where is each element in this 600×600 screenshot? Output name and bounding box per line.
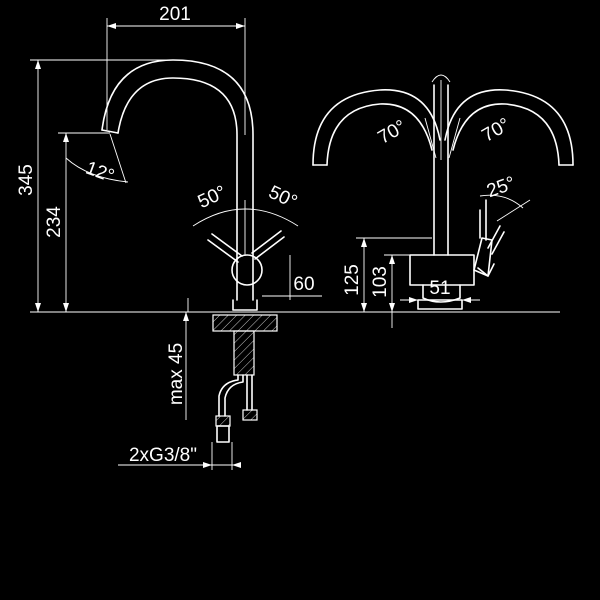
label-handle-height: 103 bbox=[370, 266, 391, 298]
lever-left bbox=[207, 239, 239, 263]
body-base bbox=[232, 299, 258, 311]
spout-angle-arc bbox=[65, 157, 129, 183]
label-body-height: 125 bbox=[342, 264, 363, 296]
side-spout-column bbox=[433, 84, 449, 256]
swivel-arc-left bbox=[312, 89, 441, 166]
label-lever-angle-left: 50° bbox=[195, 182, 230, 213]
label-lever-angle-right: 50° bbox=[265, 182, 300, 213]
label-lever-offset: 60 bbox=[293, 274, 314, 295]
label-side-lever-angle: 25° bbox=[484, 173, 518, 203]
lever-hub bbox=[231, 254, 263, 286]
label-swivel-right: 70° bbox=[479, 114, 514, 147]
front-view bbox=[30, 18, 560, 470]
hose-left bbox=[218, 374, 239, 417]
label-spout-reach: 201 bbox=[159, 4, 191, 25]
hose-left-nut bbox=[215, 415, 231, 427]
lever-angle-arc bbox=[192, 208, 299, 227]
hose-right bbox=[246, 374, 253, 411]
side-lever-angle-arc bbox=[479, 194, 524, 209]
lever-right-edge bbox=[251, 230, 282, 254]
swivel-arc-right bbox=[444, 89, 574, 166]
side-lever bbox=[473, 237, 493, 277]
label-base-width: 51 bbox=[429, 278, 450, 299]
hose-right-nut bbox=[242, 409, 258, 421]
spout-inner bbox=[117, 77, 238, 301]
hose-left-end bbox=[216, 425, 230, 443]
label-spout-angle: 12° bbox=[83, 158, 117, 188]
label-hose-thread: 2xG3/8" bbox=[129, 445, 197, 466]
spout-outer bbox=[101, 59, 254, 301]
dimension-labels: 201 345 234 12° 50° 50° 60 70° 70° 25° 1… bbox=[16, 4, 518, 466]
lever-left-edge bbox=[211, 233, 243, 257]
spout-tip bbox=[101, 129, 119, 134]
label-swivel-left: 70° bbox=[375, 116, 410, 149]
label-spout-height: 234 bbox=[44, 206, 65, 238]
shank bbox=[233, 330, 255, 376]
label-max-deck: max 45 bbox=[166, 343, 187, 405]
side-view bbox=[312, 74, 574, 328]
lever-right bbox=[254, 236, 285, 260]
label-total-height: 345 bbox=[16, 164, 37, 196]
mount-nut bbox=[212, 314, 278, 332]
